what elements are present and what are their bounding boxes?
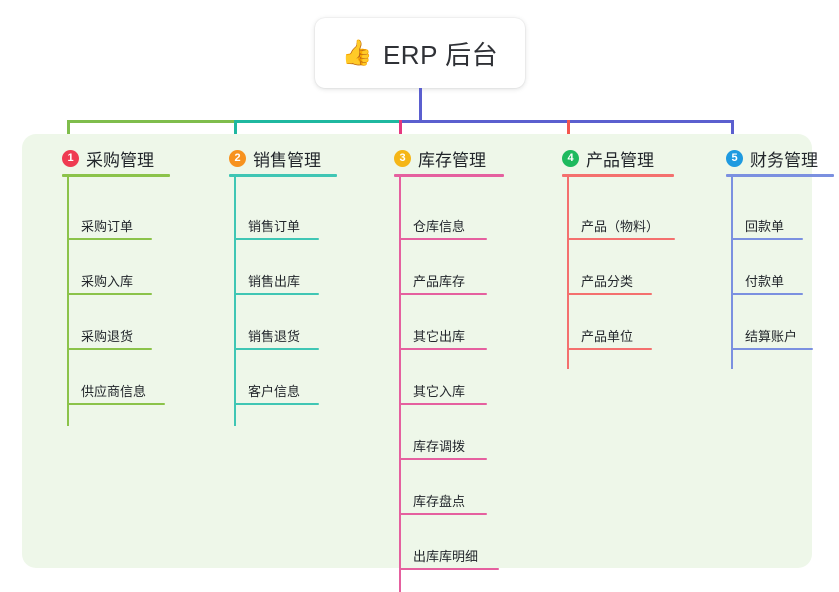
branch-item-label: 采购退货 bbox=[81, 329, 134, 344]
branch-title: 采购管理 bbox=[86, 151, 154, 170]
branch-header-销售管理[interactable]: 2 销售管理 bbox=[229, 146, 321, 171]
branch-item-underline bbox=[399, 403, 487, 405]
branch-index-badge: 5 bbox=[726, 150, 743, 167]
root-node-content: 👍 ERP 后台 bbox=[342, 35, 498, 72]
branch-item-label: 回款单 bbox=[745, 219, 785, 234]
branch-item-underline bbox=[399, 458, 487, 460]
branch-item[interactable]: 产品库存 bbox=[413, 271, 465, 291]
branch-item[interactable]: 付款单 bbox=[745, 271, 784, 291]
branch-item[interactable]: 销售订单 bbox=[248, 216, 300, 236]
root-node-title: ERP 后台 bbox=[382, 39, 499, 70]
branch-item[interactable]: 其它入库 bbox=[413, 381, 465, 401]
branch-header-underline bbox=[562, 174, 674, 177]
branch-item-label: 库存调拨 bbox=[413, 439, 466, 454]
branch-item-label: 出库库明细 bbox=[413, 549, 479, 564]
branch-header-underline bbox=[229, 174, 337, 177]
branch-item-label: 采购订单 bbox=[81, 219, 134, 234]
branch-stem-line bbox=[731, 174, 733, 369]
bus-segment-middle bbox=[234, 120, 402, 123]
branch-item-underline bbox=[399, 348, 487, 350]
branch-item-underline bbox=[67, 348, 152, 350]
branch-item-label: 销售退货 bbox=[248, 329, 301, 344]
branch-item[interactable]: 结算账户 bbox=[745, 326, 797, 346]
branch-item[interactable]: 采购订单 bbox=[81, 216, 133, 236]
branch-index-badge: 1 bbox=[62, 150, 79, 167]
branch-item-underline bbox=[399, 513, 487, 515]
branch-stem-line bbox=[67, 174, 69, 426]
branch-item-label: 供应商信息 bbox=[81, 384, 147, 399]
branch-item-underline bbox=[67, 238, 152, 240]
branch-item[interactable]: 库存盘点 bbox=[413, 491, 465, 511]
branch-header-库存管理[interactable]: 3 库存管理 bbox=[394, 146, 486, 171]
branch-header-underline bbox=[726, 174, 834, 177]
branch-item-label: 销售订单 bbox=[248, 219, 301, 234]
branch-item-label: 其它出库 bbox=[413, 329, 466, 344]
branch-index-badge: 4 bbox=[562, 150, 579, 167]
branch-item-underline bbox=[731, 348, 813, 350]
branch-item[interactable]: 采购入库 bbox=[81, 271, 133, 291]
branch-header-财务管理[interactable]: 5 财务管理 bbox=[726, 146, 818, 171]
branch-item[interactable]: 销售出库 bbox=[248, 271, 300, 291]
branch-item[interactable]: 销售退货 bbox=[248, 326, 300, 346]
branch-stem-line bbox=[234, 174, 236, 426]
branch-item-underline bbox=[234, 348, 319, 350]
branch-title: 销售管理 bbox=[253, 151, 321, 170]
branch-item[interactable]: 产品（物料） bbox=[581, 216, 659, 236]
branch-item-underline bbox=[731, 238, 803, 240]
branch-item[interactable]: 仓库信息 bbox=[413, 216, 465, 236]
bus-segment-left bbox=[67, 120, 237, 123]
branch-title: 财务管理 bbox=[750, 151, 818, 170]
branch-item-label: 产品单位 bbox=[581, 329, 634, 344]
branch-item[interactable]: 产品单位 bbox=[581, 326, 633, 346]
branch-item-label: 产品（物料） bbox=[581, 219, 660, 234]
branch-index-badge: 2 bbox=[229, 150, 246, 167]
branch-item-underline bbox=[234, 238, 319, 240]
branch-item[interactable]: 其它出库 bbox=[413, 326, 465, 346]
branch-item-underline bbox=[399, 293, 487, 295]
branch-index-badge: 3 bbox=[394, 150, 411, 167]
branch-item[interactable]: 库存调拨 bbox=[413, 436, 465, 456]
root-drop-line bbox=[419, 88, 422, 123]
branch-item[interactable]: 采购退货 bbox=[81, 326, 133, 346]
thumbs-up-icon: 👍 bbox=[341, 38, 373, 67]
branch-title: 产品管理 bbox=[586, 151, 654, 170]
branch-item-underline bbox=[234, 293, 319, 295]
branch-item-underline bbox=[67, 293, 152, 295]
branch-item-underline bbox=[731, 293, 803, 295]
branch-item-label: 产品分类 bbox=[581, 274, 634, 289]
branch-item-label: 产品库存 bbox=[413, 274, 466, 289]
branch-item[interactable]: 供应商信息 bbox=[81, 381, 146, 401]
branch-item-underline bbox=[67, 403, 165, 405]
branch-item-label: 付款单 bbox=[745, 274, 785, 289]
branch-item-label: 其它入库 bbox=[413, 384, 466, 399]
branch-header-underline bbox=[62, 174, 170, 177]
branch-item-label: 结算账户 bbox=[745, 329, 798, 344]
branch-item[interactable]: 产品分类 bbox=[581, 271, 633, 291]
branch-item-underline bbox=[567, 293, 652, 295]
branch-item[interactable]: 出库库明细 bbox=[413, 546, 478, 566]
branch-item-underline bbox=[399, 238, 487, 240]
branch-item-underline bbox=[399, 568, 499, 570]
branch-item-label: 采购入库 bbox=[81, 274, 134, 289]
branch-item-label: 客户信息 bbox=[248, 384, 301, 399]
branch-item[interactable]: 客户信息 bbox=[248, 381, 300, 401]
branch-item[interactable]: 回款单 bbox=[745, 216, 784, 236]
bus-segment-right bbox=[399, 120, 734, 123]
branch-header-采购管理[interactable]: 1 采购管理 bbox=[62, 146, 154, 171]
branch-title: 库存管理 bbox=[418, 151, 486, 170]
branch-header-underline bbox=[394, 174, 504, 177]
branch-stem-line bbox=[567, 174, 569, 369]
root-node-card[interactable]: 👍 ERP 后台 bbox=[315, 18, 525, 88]
branch-item-label: 库存盘点 bbox=[413, 494, 466, 509]
branch-item-label: 仓库信息 bbox=[413, 219, 466, 234]
branches-panel: 1 采购管理采购订单采购入库采购退货供应商信息 2 销售管理销售订单销售出库销售退货客… bbox=[22, 134, 834, 592]
branch-item-underline bbox=[234, 403, 319, 405]
branch-item-underline bbox=[567, 238, 675, 240]
branch-header-产品管理[interactable]: 4 产品管理 bbox=[562, 146, 654, 171]
branch-item-label: 销售出库 bbox=[248, 274, 301, 289]
branch-item-underline bbox=[567, 348, 652, 350]
branch-stem-line bbox=[399, 174, 401, 592]
